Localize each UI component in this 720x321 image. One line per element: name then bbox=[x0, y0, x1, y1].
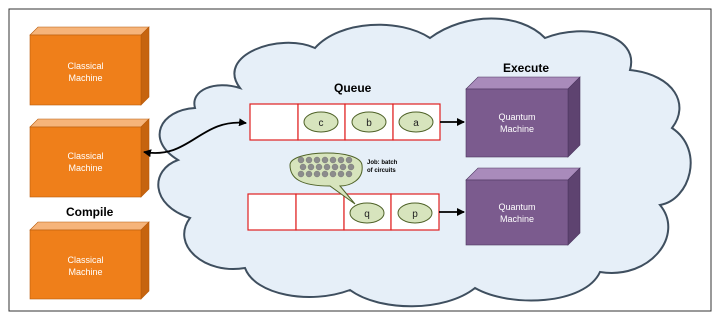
circuit-dot bbox=[305, 170, 313, 178]
quantum-machine-label-line2: Machine bbox=[500, 124, 534, 134]
circuit-dot bbox=[337, 156, 345, 164]
quantum-machine-1: Quantum Machine bbox=[465, 76, 581, 158]
circuit-dot bbox=[313, 170, 321, 178]
quantum-machine-top bbox=[465, 167, 581, 181]
circuit-dot bbox=[323, 163, 331, 171]
classical-machine-front bbox=[29, 126, 142, 198]
circuit-dot bbox=[315, 163, 323, 171]
classical-machine-top bbox=[29, 118, 150, 128]
classical-machine-2: Classical Machine bbox=[29, 118, 150, 198]
circuit-dot bbox=[331, 163, 339, 171]
circuit-dot bbox=[321, 170, 329, 178]
job-token bbox=[303, 111, 339, 133]
job-callout: Job: batch of circuits bbox=[289, 152, 398, 205]
quantum-machine-side bbox=[567, 76, 581, 158]
queue-slot-label: p bbox=[412, 209, 418, 220]
queue-bottom: q p bbox=[247, 193, 440, 231]
classical-machine-label-line1: Classical bbox=[67, 255, 103, 265]
job-token bbox=[398, 111, 434, 133]
compile-heading: Compile bbox=[66, 205, 114, 219]
quantum-machine-front bbox=[465, 88, 569, 158]
classical-machine-label-line2: Machine bbox=[68, 267, 102, 277]
quantum-machine-side bbox=[567, 167, 581, 246]
queue-slot bbox=[295, 193, 345, 231]
job-token bbox=[349, 202, 385, 224]
queue-slot-label: a bbox=[413, 118, 419, 129]
circuit-dot bbox=[345, 156, 353, 164]
classical-machine-side bbox=[140, 26, 150, 106]
classical-machine-top bbox=[29, 221, 150, 231]
job-token bbox=[397, 202, 433, 224]
quantum-machine-top bbox=[465, 76, 581, 90]
classical-machine-side bbox=[140, 118, 150, 198]
classical-machine-1: Classical Machine bbox=[29, 26, 150, 106]
circuit-dot bbox=[339, 163, 347, 171]
circuit-dot bbox=[305, 156, 313, 164]
circuit-dot bbox=[297, 156, 305, 164]
job-callout-line2: of circuits bbox=[367, 168, 396, 174]
circuit-batch bbox=[297, 156, 355, 178]
queue-slot bbox=[249, 103, 299, 141]
classical-machine-label-line1: Classical bbox=[67, 61, 103, 71]
circuit-dot bbox=[321, 156, 329, 164]
queue-top: c b a bbox=[249, 103, 441, 141]
quantum-machine-2: Quantum Machine bbox=[465, 167, 581, 246]
circuit-dot bbox=[329, 170, 337, 178]
queue-slot bbox=[247, 193, 297, 231]
queue-heading: Queue bbox=[334, 81, 372, 95]
classical-machine-side bbox=[140, 221, 150, 300]
classical-machine-label-line1: Classical bbox=[67, 151, 103, 161]
queue-slot-label: c bbox=[319, 118, 324, 129]
cloud bbox=[157, 17, 692, 308]
classical-machine-label-line2: Machine bbox=[68, 73, 102, 83]
classical-machine-3: Classical Machine bbox=[29, 221, 150, 300]
circuit-dot bbox=[297, 170, 305, 178]
circuit-dot bbox=[307, 163, 315, 171]
queue-slot-label: b bbox=[366, 118, 372, 129]
quantum-machine-label-line1: Quantum bbox=[498, 112, 535, 122]
classical-machine-front bbox=[29, 34, 142, 106]
classical-machine-front bbox=[29, 229, 142, 300]
circuit-dot bbox=[299, 163, 307, 171]
circuit-dot bbox=[345, 170, 353, 178]
cloud-body bbox=[157, 17, 692, 308]
circuit-dot bbox=[329, 156, 337, 164]
circuit-dot bbox=[347, 163, 355, 171]
job-callout-line1: Job: batch bbox=[367, 160, 398, 166]
quantum-machine-front bbox=[465, 179, 569, 246]
classical-machine-top bbox=[29, 26, 150, 36]
circuit-dot bbox=[313, 156, 321, 164]
circuit-dot bbox=[337, 170, 345, 178]
submit-arrow bbox=[143, 118, 247, 158]
quantum-machine-label-line1: Quantum bbox=[498, 202, 535, 212]
queue-slot-label: q bbox=[364, 209, 370, 220]
job-token bbox=[351, 111, 387, 133]
execute-heading: Execute bbox=[503, 61, 549, 75]
classical-machine-label-line2: Machine bbox=[68, 163, 102, 173]
quantum-machine-label-line2: Machine bbox=[500, 214, 534, 224]
